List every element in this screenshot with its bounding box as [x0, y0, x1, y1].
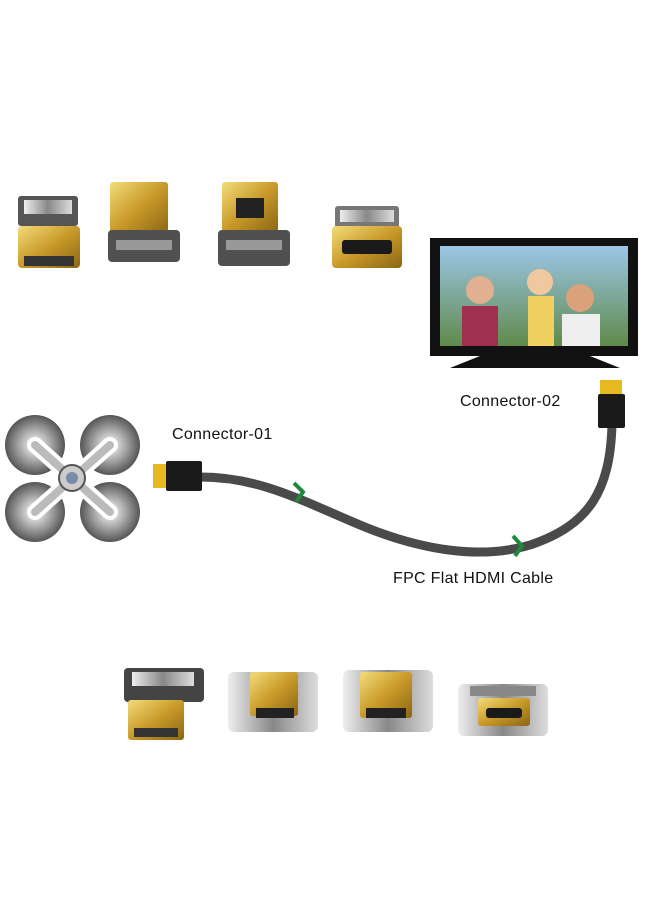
bottom-connector-3 [343, 670, 433, 732]
top-connector-3 [218, 182, 290, 266]
bottom-connector-4 [458, 684, 548, 736]
bottom-connector-2 [228, 672, 318, 732]
drone-icon [5, 415, 140, 542]
connector-02-label: Connector-02 [460, 393, 561, 410]
top-connector-1 [18, 196, 80, 268]
direction-arrow-1 [292, 481, 306, 504]
direction-arrow-2 [511, 534, 525, 558]
tv-monitor [430, 238, 638, 368]
top-connector-2 [108, 182, 180, 262]
fpc-cable [153, 380, 625, 557]
top-connector-4 [332, 206, 402, 268]
bottom-connector-1 [124, 668, 204, 740]
cable-label: FPC Flat HDMI Cable [393, 570, 554, 587]
connector-01-label: Connector-01 [172, 426, 273, 443]
